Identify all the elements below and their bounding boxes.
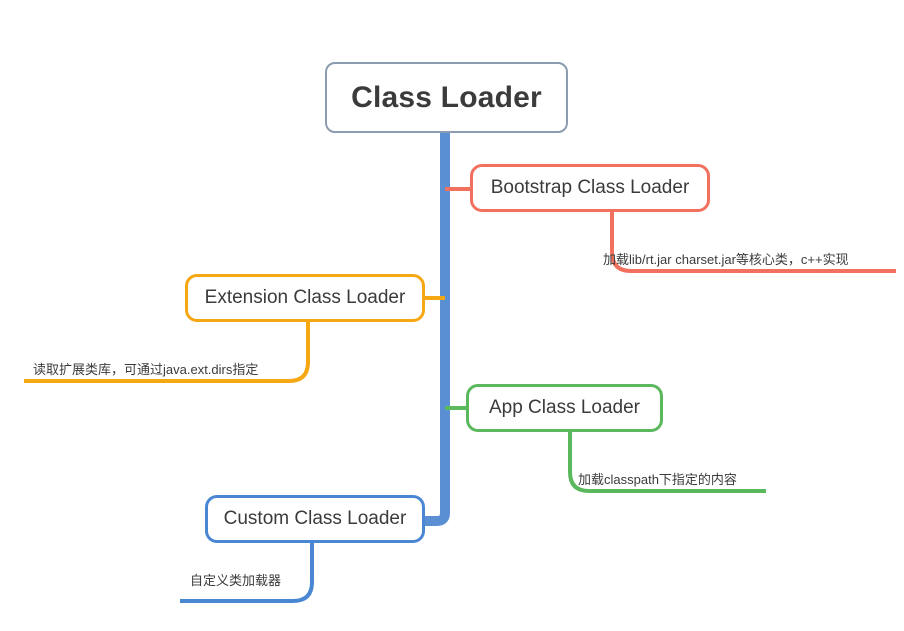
note-custom-text: 自定义类加载器 (190, 573, 282, 588)
node-custom-class-loader-label: Custom Class Loader (223, 508, 407, 529)
trunk-connector (424, 133, 450, 526)
note-app: 加载classpath下指定的内容 (578, 472, 737, 487)
note-bootstrap: 加载lib/rt.jar charset.jar等核心类，c++实现 (603, 252, 849, 267)
node-bootstrap-class-loader[interactable]: Bootstrap Class Loader (470, 164, 710, 212)
node-app-class-loader-label: App Class Loader (488, 397, 641, 418)
note-app-text: 加载classpath下指定的内容 (578, 472, 737, 487)
note-custom: 自定义类加载器 (190, 573, 282, 588)
custom-note-connector (180, 542, 314, 603)
node-extension-class-loader-label: Extension Class Loader (204, 287, 406, 308)
node-class-loader[interactable]: Class Loader (325, 62, 568, 133)
node-app-class-loader[interactable]: App Class Loader (466, 384, 663, 432)
node-extension-class-loader[interactable]: Extension Class Loader (185, 274, 425, 322)
node-custom-class-loader[interactable]: Custom Class Loader (205, 495, 425, 543)
note-bootstrap-text: 加载lib/rt.jar charset.jar等核心类，c++实现 (603, 252, 849, 267)
note-extension: 读取扩展类库，可通过java.ext.dirs指定 (33, 362, 259, 377)
node-bootstrap-class-loader-label: Bootstrap Class Loader (490, 177, 690, 198)
node-class-loader-label: Class Loader (351, 80, 542, 114)
note-extension-text: 读取扩展类库，可通过java.ext.dirs指定 (33, 362, 259, 377)
